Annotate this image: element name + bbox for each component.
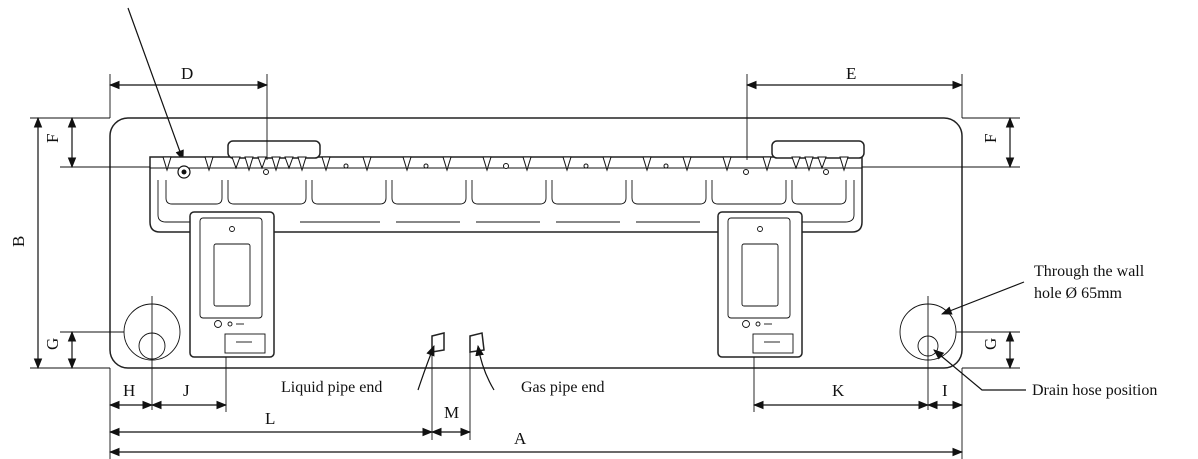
dim-E-label: E: [846, 64, 856, 83]
drain-hose-note: Drain hose position: [1032, 382, 1157, 399]
plate-teeth: [162, 156, 849, 172]
dim-D-label: D: [181, 64, 193, 83]
dim-F-right-label: F: [981, 134, 1000, 143]
dim-G-left-label: G: [43, 338, 62, 350]
dim-K-label: K: [832, 381, 845, 400]
plate-slots: [157, 180, 855, 223]
wall-hole-leader: [940, 281, 1025, 315]
dim-F-left-label: F: [43, 134, 62, 143]
wall-hole-note-line1: Through the wall: [1034, 263, 1145, 280]
dim-L-label: L: [265, 409, 275, 428]
plate-holes: [263, 163, 829, 175]
right-bracket: [717, 211, 803, 358]
dim-J-label: J: [183, 381, 190, 400]
dim-A-label: A: [514, 429, 527, 448]
gas-pipe-end: [469, 332, 495, 391]
wall-hole-note-line2: hole Ø 65mm: [1034, 285, 1123, 302]
left-bracket: [189, 211, 275, 358]
dim-G-right-label: G: [981, 338, 1000, 350]
dim-I-label: I: [942, 381, 948, 400]
dim-H-label: H: [123, 381, 135, 400]
gas-pipe-note: Gas pipe end: [521, 379, 605, 396]
dim-M-label: M: [444, 403, 459, 422]
liquid-pipe-note: Liquid pipe end: [281, 379, 382, 396]
drain-hose-leader: [933, 349, 1026, 391]
mounting-plate: [149, 140, 865, 233]
liquid-pipe-end: [417, 332, 445, 391]
dim-B-label: B: [9, 236, 28, 247]
